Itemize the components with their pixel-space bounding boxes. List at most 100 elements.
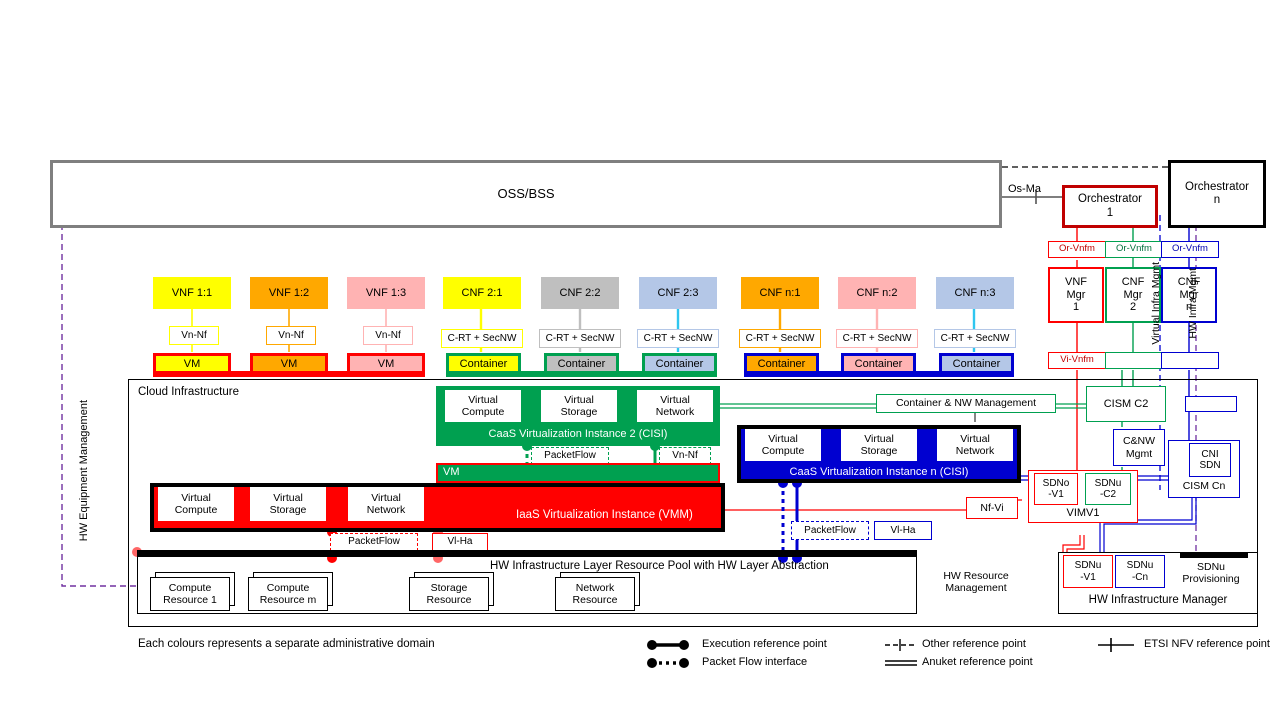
sdno-v1-box[interactable]: SDNo -V1: [1034, 473, 1078, 505]
vmm-panel[interactable]: [150, 483, 725, 532]
orchestrator-1-line2: 1: [1106, 206, 1114, 219]
vnf-1-3-box[interactable]: VNF 1:3: [347, 277, 425, 309]
cnw-mgmt-l2: Mgmt: [1125, 447, 1153, 460]
container-unit-n3[interactable]: Container: [939, 353, 1014, 375]
cnf-2-3-label: CNF 2:3: [657, 286, 699, 299]
ref-vn-nf-2-label: Vn-Nf: [278, 329, 304, 341]
ref-empty-blue-2: [1185, 396, 1237, 412]
ref-or-vnfm-1: Or-Vnfm: [1048, 241, 1106, 258]
hw-resource-management-label: HW Resource Management: [930, 566, 1022, 598]
ref-vlha-vmm: Vl-Ha: [432, 533, 488, 551]
orchestrator-1-box[interactable]: Orchestrator 1: [1062, 185, 1158, 228]
sdnu-prov-l2: Provisioning: [1182, 573, 1240, 585]
cisi-n-virtual-compute[interactable]: Virtual Compute: [745, 429, 821, 461]
vmm-vs-l2: Storage: [269, 504, 307, 516]
vm-unit-3-label: VM: [377, 357, 395, 370]
hw-res-4-l2: Resource: [572, 594, 618, 606]
ref-vi-vnfm-label: Vi-Vnfm: [1060, 354, 1094, 366]
vm-unit-1-label: VM: [183, 357, 201, 370]
vnf-mgr-1-box[interactable]: VNF Mgr 1: [1048, 267, 1104, 323]
ref-vn-nf-2: Vn-Nf: [266, 326, 316, 345]
legend-anuket-reference-point: Anuket reference point: [922, 656, 1033, 668]
vnf-1-2-box[interactable]: VNF 1:2: [250, 277, 328, 309]
cisi-n-virtual-network[interactable]: Virtual Network: [937, 429, 1013, 461]
orchestrator-1-line1: Orchestrator: [1078, 193, 1142, 206]
sdnu-cn-box[interactable]: SDNu -Cn: [1115, 555, 1165, 588]
vmm-virtual-storage[interactable]: Virtual Storage: [250, 487, 326, 521]
legend-other-reference-point: Other reference point: [922, 638, 1026, 650]
ref-crt-secnw-21-label: C-RT + SecNW: [447, 332, 517, 344]
cism-c2-box[interactable]: CISM C2: [1086, 386, 1166, 422]
hw-res-mgmt-l2: Management: [945, 582, 1007, 594]
ref-vlha-vmm-label: Vl-Ha: [447, 536, 473, 548]
hw-resource-storage[interactable]: Storage Resource: [409, 577, 489, 611]
hw-infra-mgr-text: HW Infrastructure Manager: [1088, 594, 1228, 607]
vm-group-bar: [153, 371, 425, 377]
cisi-2-vn-l2: Network: [655, 406, 695, 418]
vmm-virtual-compute[interactable]: Virtual Compute: [158, 487, 234, 521]
cnw-mgmt-box[interactable]: C&NW Mgmt: [1113, 429, 1165, 466]
vmm-vs-l1: Virtual: [273, 491, 303, 504]
container-nw-management-box[interactable]: Container & NW Management: [876, 394, 1056, 413]
hw-resource-compute-1[interactable]: Compute Resource 1: [150, 577, 230, 611]
virtual-infra-mgmt-label: Virtual Infra Mgmt: [1150, 262, 1162, 345]
ref-crt-secnw-n2-label: C-RT + SecNW: [842, 332, 912, 344]
hw-resource-compute-m[interactable]: Compute Resource m: [248, 577, 328, 611]
cnf-n-2-box[interactable]: CNF n:2: [838, 277, 916, 309]
cisi-2-virtual-network[interactable]: Virtual Network: [637, 390, 713, 422]
vnf-1-3-label: VNF 1:3: [365, 286, 407, 299]
sdnu-cn-l2: -Cn: [1131, 571, 1149, 583]
oss-bss-box[interactable]: OSS/BSS: [50, 160, 1002, 228]
cnf-n-3-box[interactable]: CNF n:3: [936, 277, 1014, 309]
cnf-mgr-n-l2: Mgr: [1179, 288, 1199, 301]
cism-cn-label: CISM Cn: [1168, 478, 1240, 494]
hw-pool-label: HW Infrastructure Layer Resource Pool wi…: [490, 560, 829, 572]
ref-vn-nf-1: Vn-Nf: [169, 326, 219, 345]
legend-execution-reference-point: Execution reference point: [702, 638, 827, 650]
cnf-mgr-2-l2: Mgr: [1123, 288, 1143, 301]
vnf-1-1-box[interactable]: VNF 1:1: [153, 277, 231, 309]
container-unit-n3-label: Container: [952, 357, 1001, 370]
cnf-mgr-n-box[interactable]: CNF Mgr n: [1161, 267, 1217, 323]
orchestrator-n-box[interactable]: Orchestrator n: [1168, 160, 1266, 228]
cnf-2-1-box[interactable]: CNF 2:1: [443, 277, 521, 309]
ref-vi-vnfm: Vi-Vnfm: [1048, 352, 1106, 369]
container-group2-bar: [446, 371, 717, 377]
cnf-mgr-2-box[interactable]: CNF Mgr 2: [1105, 267, 1161, 323]
cnf-n-2-label: CNF n:2: [856, 286, 898, 299]
ref-or-vnfm-n: Or-Vnfm: [1161, 241, 1219, 258]
sdno-v1-l1: SDNo: [1042, 477, 1070, 489]
cisi-n-virtual-storage[interactable]: Virtual Storage: [841, 429, 917, 461]
vm-unit-2-label: VM: [280, 357, 298, 370]
orchestrator-n-line1: Orchestrator: [1185, 180, 1249, 193]
sdnu-v1-box[interactable]: SDNu -V1: [1063, 555, 1113, 588]
vnf-mgr-1-l3: 1: [1072, 301, 1080, 314]
sdnu-cn-l1: SDNu: [1126, 560, 1154, 571]
diagram-caption: Each colours represents a separate admin…: [138, 638, 435, 650]
vmm-virtual-network[interactable]: Virtual Network: [348, 487, 424, 521]
cni-sdn-box[interactable]: CNI SDN: [1189, 443, 1231, 477]
hw-res-3-l2: Resource: [426, 594, 472, 606]
vmm-vc-l2: Compute: [174, 504, 218, 516]
ref-vn-nf-3-label: Vn-Nf: [375, 329, 401, 341]
cnf-2-3-box[interactable]: CNF 2:3: [639, 277, 717, 309]
ref-crt-secnw-22: C-RT + SecNW: [539, 329, 621, 348]
cisi-2-virtual-compute[interactable]: Virtual Compute: [445, 390, 521, 422]
cisi-2-vm-bar[interactable]: [436, 463, 720, 483]
cnf-n-3-label: CNF n:3: [954, 286, 996, 299]
legend-etsi-nfv-reference-point: ETSI NFV reference point: [1144, 638, 1270, 650]
cisi-2-title: CaaS Virtualization Instance 2 (CISI): [436, 424, 720, 444]
cisi-n-vc-l2: Compute: [761, 445, 805, 457]
cnf-n-1-box[interactable]: CNF n:1: [741, 277, 819, 309]
ref-or-vnfm-n-label: Or-Vnfm: [1172, 243, 1208, 255]
cisi-2-vs-l2: Storage: [560, 406, 598, 418]
hw-infra-mgmt-label: HW Infra Mgmt: [1187, 268, 1199, 339]
vim-v1-label: VIMV1: [1028, 505, 1138, 521]
cisi-2-virtual-storage[interactable]: Virtual Storage: [541, 390, 617, 422]
sdnu-provisioning-box[interactable]: SDNu Provisioning: [1168, 558, 1254, 588]
cnf-2-2-box[interactable]: CNF 2:2: [541, 277, 619, 309]
container-nw-management-label: Container & NW Management: [895, 397, 1037, 410]
cisi-n-vs-l2: Storage: [860, 445, 898, 457]
sdnu-c2-box[interactable]: SDNu -C2: [1085, 473, 1131, 505]
hw-resource-network[interactable]: Network Resource: [555, 577, 635, 611]
